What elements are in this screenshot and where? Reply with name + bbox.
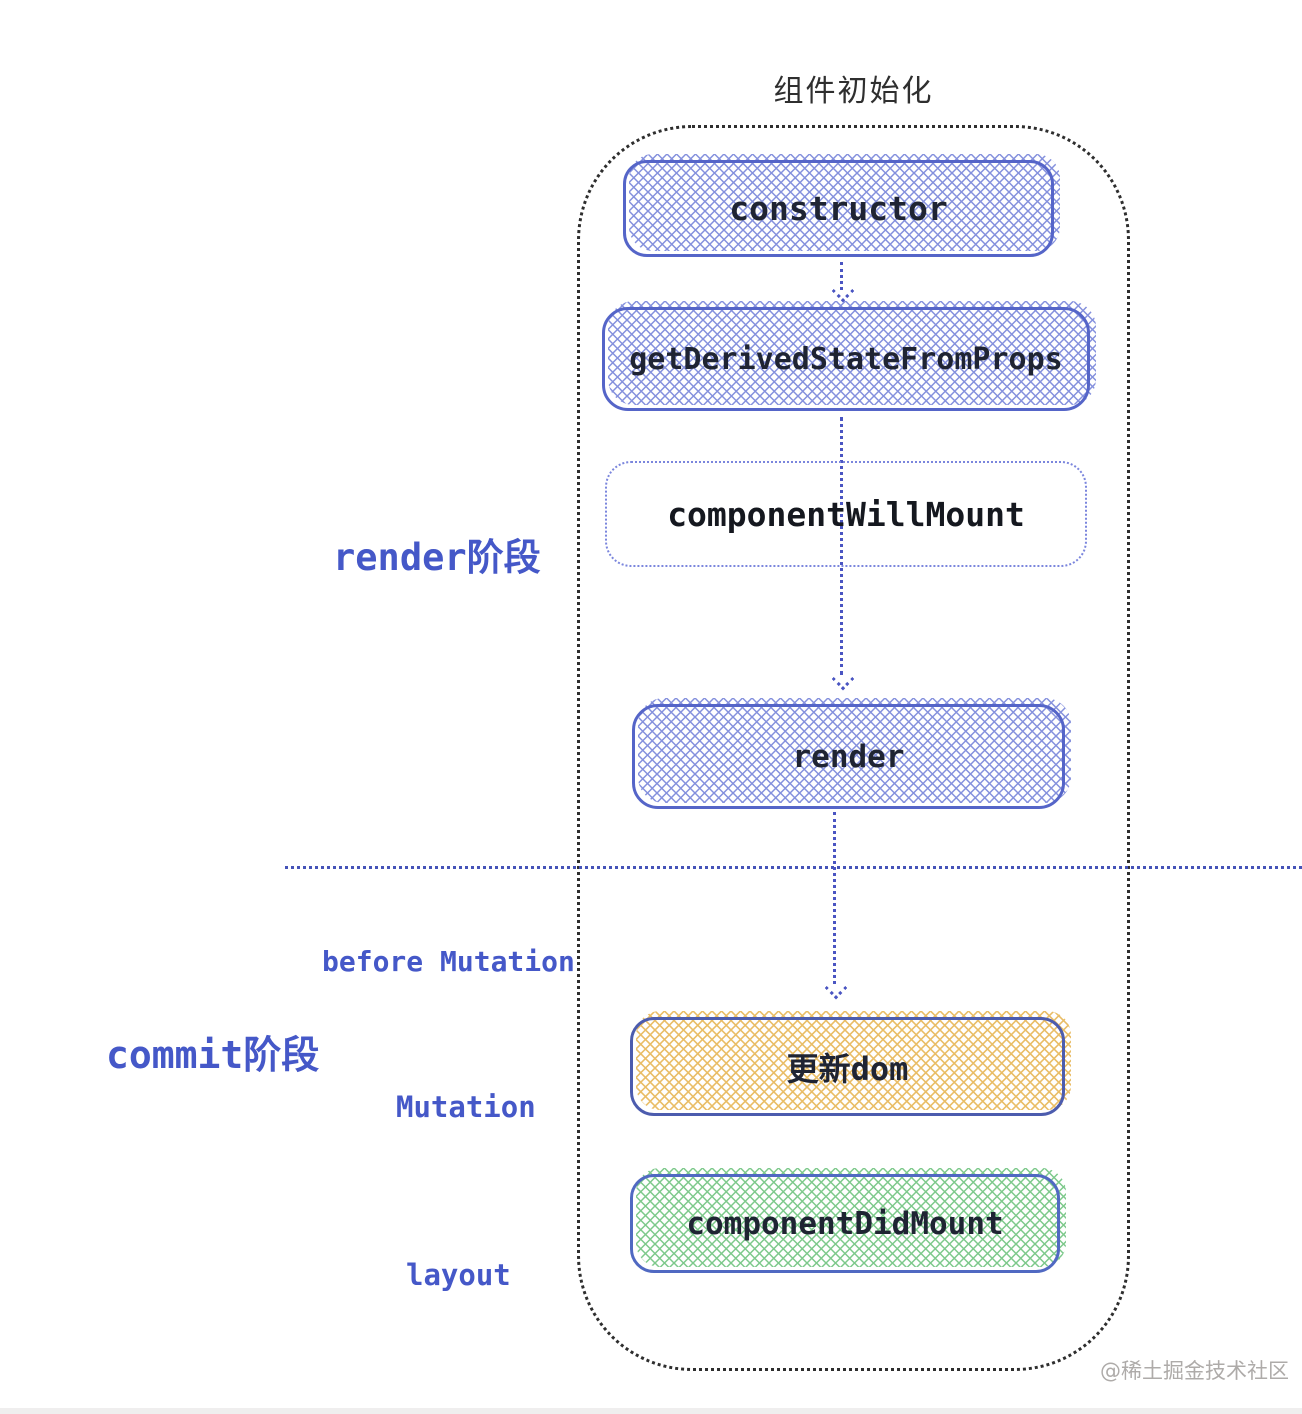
- edge-getderived-render: [840, 417, 843, 675]
- node-label: componentWillMount: [667, 494, 1025, 534]
- node-border: [605, 461, 1087, 567]
- commit-phase-label: commit阶段: [106, 1033, 320, 1077]
- node-border: [630, 1174, 1060, 1273]
- edge-constructor-getderived: [840, 262, 843, 290]
- render-phase-label: render阶段: [333, 536, 541, 579]
- lifecycle-container-outline: [577, 125, 1130, 1371]
- node-border: [602, 307, 1090, 411]
- node-label: render: [792, 738, 905, 775]
- node-componentdidmount: componentDidMount: [630, 1168, 1066, 1273]
- node-componentwillmount: componentWillMount: [605, 461, 1087, 567]
- node-label: componentDidMount: [686, 1205, 1004, 1242]
- node-border: [623, 160, 1054, 257]
- diagram-title: 组件初始化: [773, 74, 934, 109]
- layout-label: layout: [406, 1258, 511, 1292]
- bottom-edge-strip: [0, 1408, 1302, 1414]
- node-update-dom: 更新dom: [630, 1011, 1071, 1116]
- mutation-label: Mutation: [396, 1090, 536, 1124]
- watermark: @稀土掘金技术社区: [1100, 1359, 1289, 1383]
- node-constructor: constructor: [623, 154, 1060, 257]
- node-label: getDerivedStateFromProps: [629, 341, 1063, 377]
- phase-separator-line: [285, 866, 1302, 869]
- node-label: 更新dom: [786, 1049, 909, 1088]
- node-border: [630, 1017, 1065, 1116]
- node-getderivedstatefromprops: getDerivedStateFromProps: [602, 301, 1096, 411]
- before-mutation-label: before Mutation: [322, 945, 575, 978]
- node-border: [632, 704, 1065, 809]
- node-render: render: [632, 698, 1071, 809]
- edge-render-updatedom: [833, 812, 836, 984]
- node-label: constructor: [729, 189, 948, 228]
